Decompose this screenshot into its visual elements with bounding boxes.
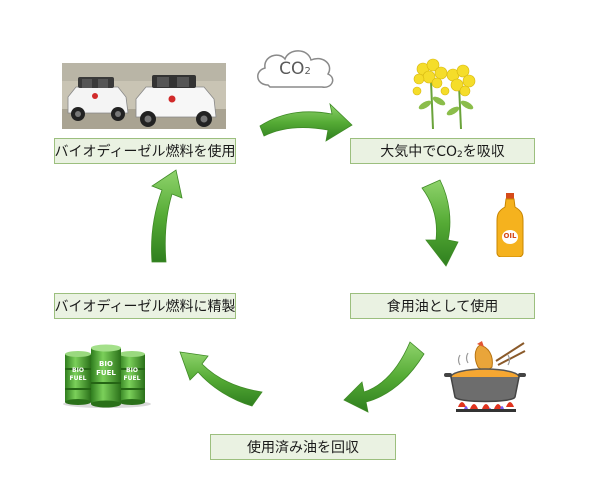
frying-pot-icon [444,341,526,413]
label-absorb-co2-sub: 2 [457,150,463,160]
label-cooking-oil: 食用油として使用 [350,293,535,319]
label-refine-biodiesel: バイオディーゼル燃料に精製 [54,293,236,319]
barrel-left-text-bio: BIO [72,367,84,374]
label-use-biodiesel: バイオディーゼル燃料を使用 [54,138,236,164]
label-absorb-co2-prefix: 大気中でCO [380,144,458,160]
arrow-top [259,102,353,142]
barrel-left-text-fuel: FUEL [69,375,87,382]
barrel-right-text-fuel: FUEL [123,375,141,382]
co2-cloud-icon: CO2 [252,45,338,93]
label-absorb-co2-suffix: を吸収 [462,144,505,160]
label-refine-biodiesel-text: バイオディーゼル燃料に精製 [54,299,236,315]
barrel-right-text-bio: BIO [126,367,138,374]
cloud-co-text: CO [279,59,305,79]
rapeseed-flower-icon [407,55,479,131]
tow-tractor-photo [62,63,226,129]
label-cooking-oil-text: 食用油として使用 [386,299,499,315]
barrel-center-text-bio: BIO [99,360,113,368]
biofuel-barrels-icon: BIO FUEL BIO FUEL BIO FUEL [63,344,151,408]
oil-bottle-label: OIL [503,232,517,240]
label-collect-used-oil-text: 使用済み油を回収 [247,440,359,456]
oil-bottle-icon: OIL [496,193,524,257]
cloud-sub-text: 2 [304,66,311,77]
label-collect-used-oil: 使用済み油を回収 [210,434,396,460]
label-use-biodiesel-text: バイオディーゼル燃料を使用 [54,144,236,160]
barrel-center-text-fuel: FUEL [96,369,116,377]
